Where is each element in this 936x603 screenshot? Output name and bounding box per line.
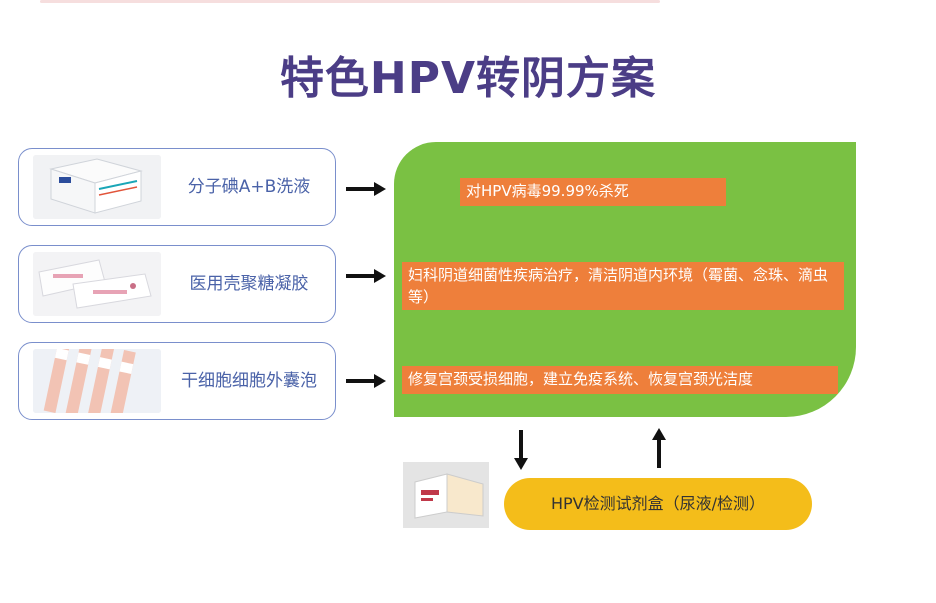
product-image-iodine-wash — [33, 155, 161, 219]
top-decor-strip — [40, 0, 660, 3]
product-label: 医用壳聚糖凝胶 — [189, 274, 309, 294]
arrow-right-icon — [346, 374, 386, 388]
product-image-stem-cell-vesicles — [33, 349, 161, 413]
test-kit-label: HPV检测试剂盒（尿液/检测） — [504, 478, 812, 530]
arrow-right-icon — [346, 269, 386, 283]
product-label: 分子碘A+B洗液 — [187, 177, 311, 197]
arrow-up-icon — [652, 428, 666, 468]
product-card-chitosan-gel[interactable]: 医用壳聚糖凝胶 — [18, 245, 336, 323]
arrow-down-icon — [514, 430, 528, 470]
page-title: 特色HPV转阴方案 — [279, 53, 657, 104]
benefit-tag-cervical-repair: 修复宫颈受损细胞，建立免疫系统、恢复宫颈光洁度 — [402, 366, 838, 394]
test-kit-image — [403, 462, 489, 528]
product-card-stem-cell-vesicles[interactable]: 干细胞细胞外囊泡 — [18, 342, 336, 420]
product-card-iodine-wash[interactable]: 分子碘A+B洗液 — [18, 148, 336, 226]
benefit-tag-kill-virus: 对HPV病毒99.99%杀死 — [460, 178, 726, 206]
benefit-tag-gynecological-care: 妇科阴道细菌性疾病治疗，清洁阴道内环境（霉菌、念珠、滴虫等） — [402, 262, 844, 310]
product-image-chitosan-gel — [33, 252, 161, 316]
arrow-right-icon — [346, 182, 386, 196]
product-label: 干细胞细胞外囊泡 — [181, 371, 317, 391]
